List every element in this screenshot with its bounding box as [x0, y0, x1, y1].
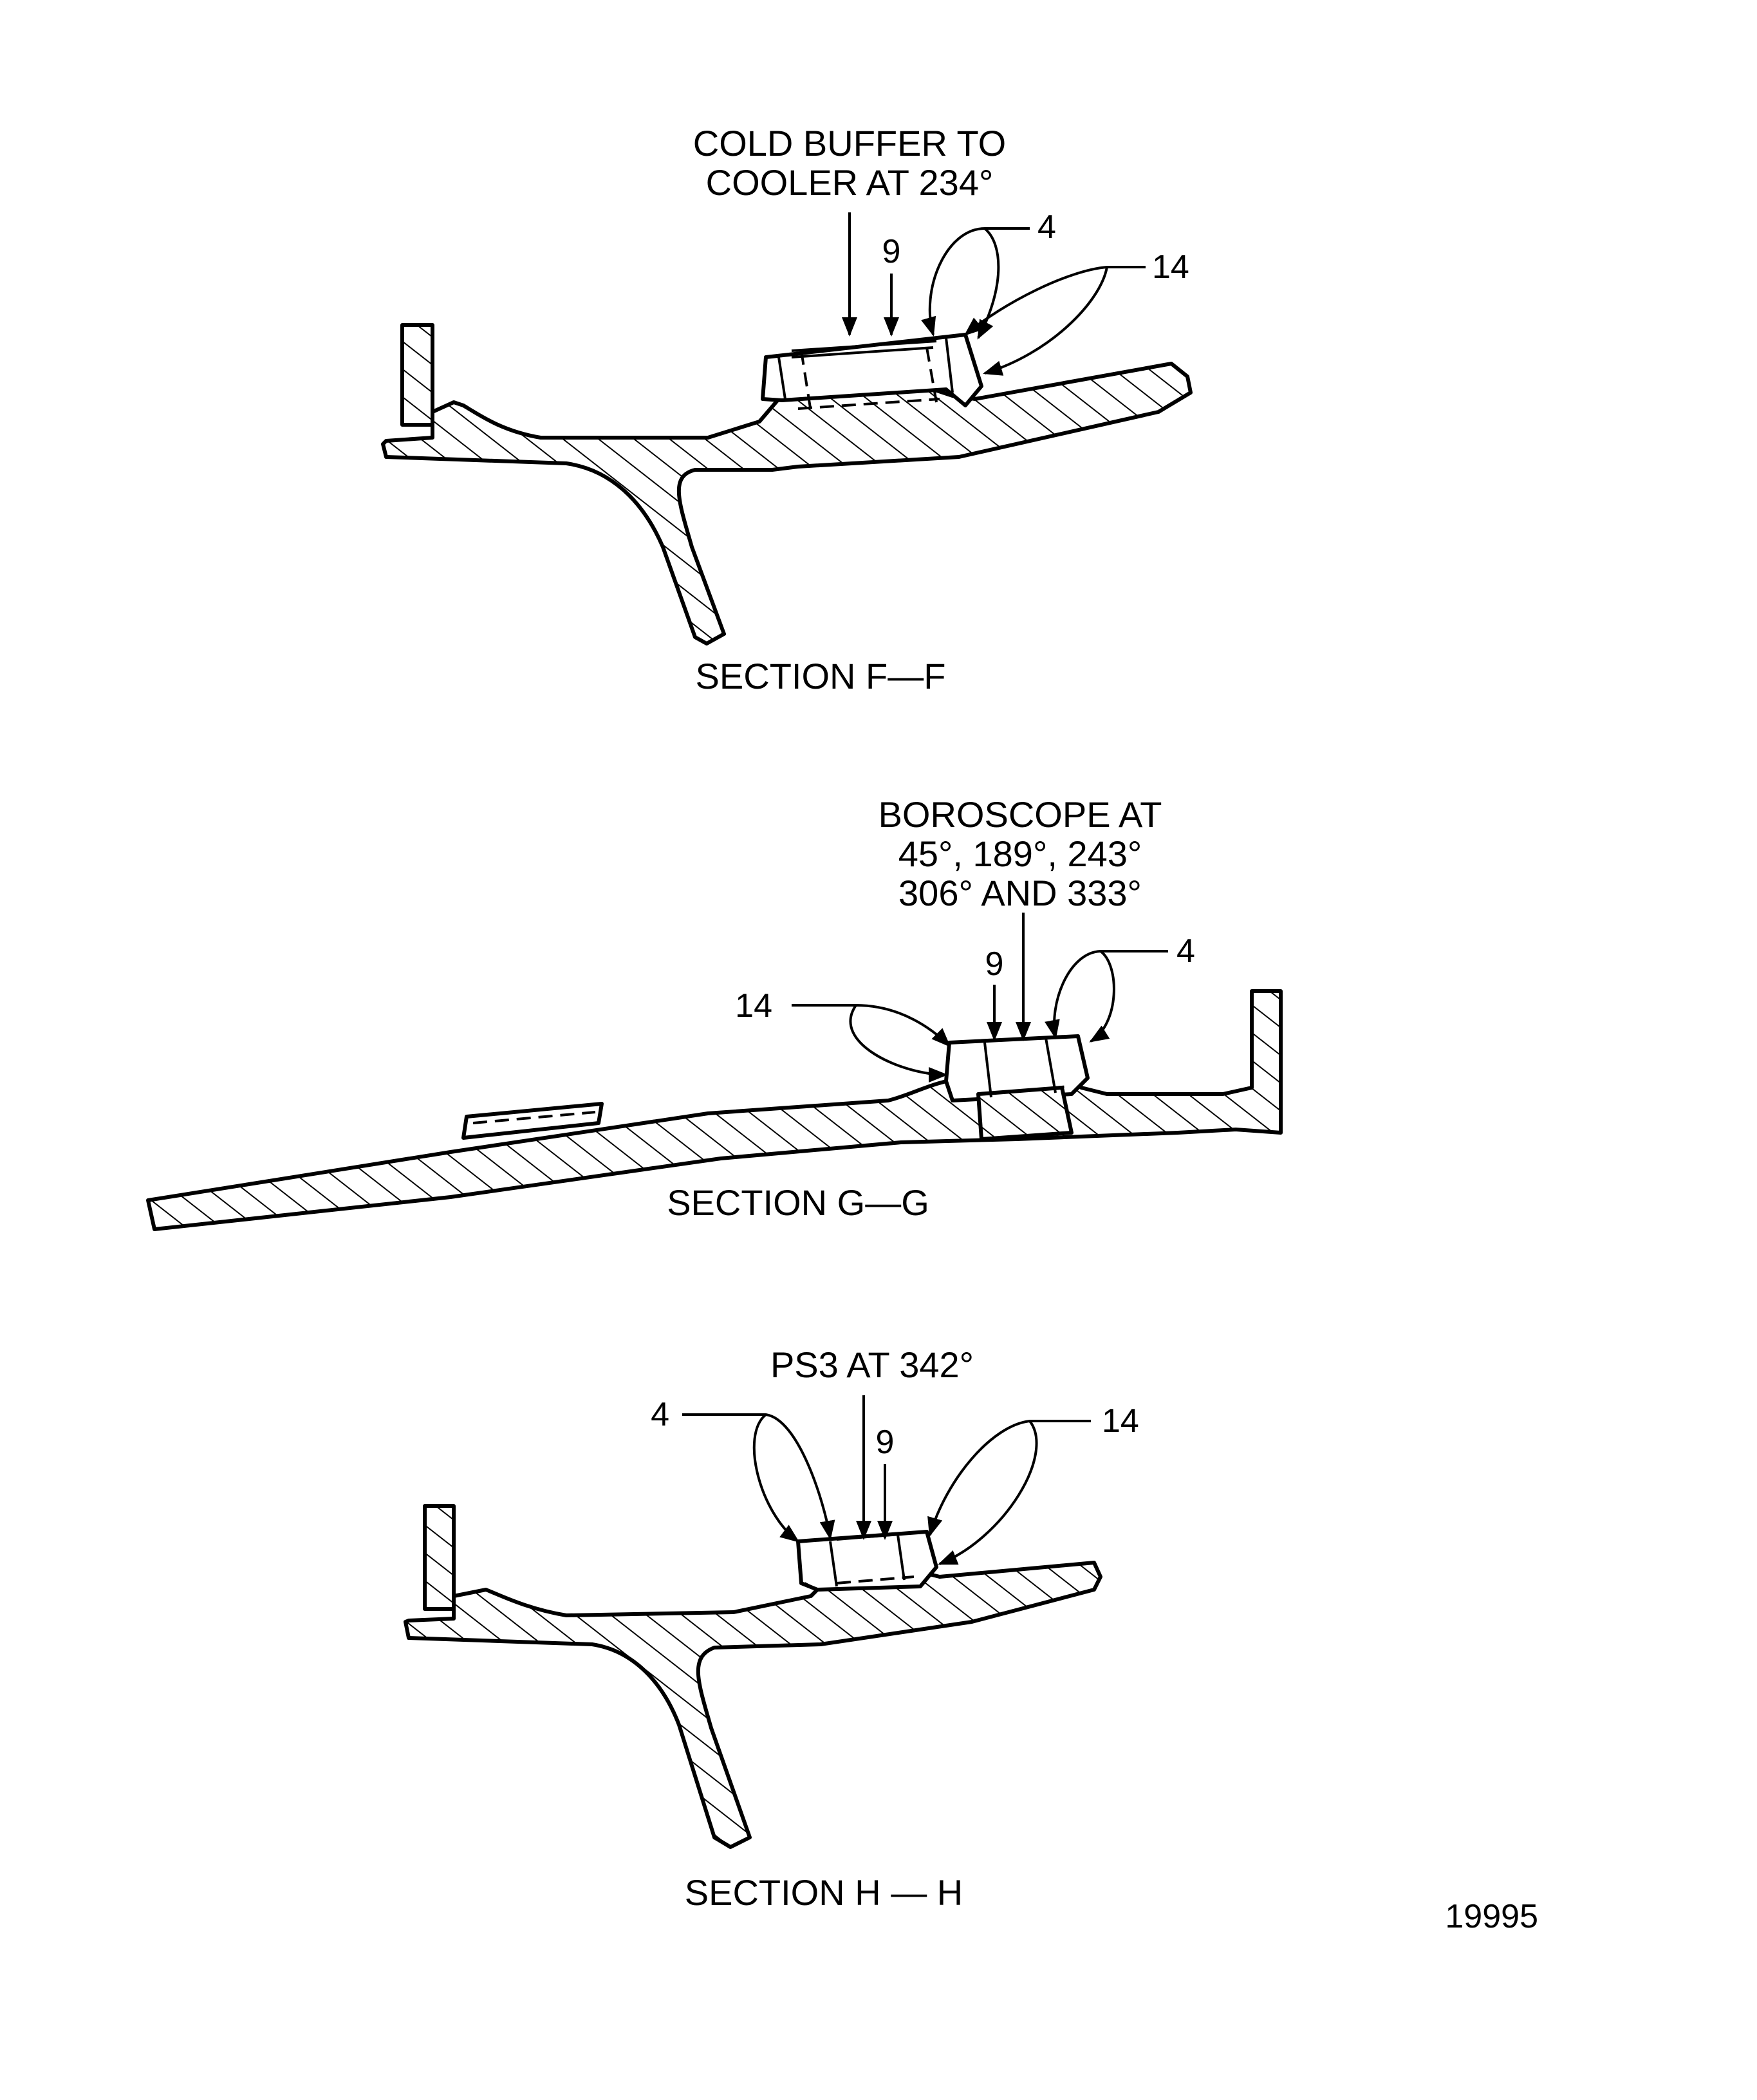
section-g-callout-4: 4 — [1176, 933, 1195, 970]
section-f-note-line-2: COOLER AT 234° — [706, 162, 994, 203]
figure-number: 19995 — [1445, 1898, 1538, 1935]
section-f-callout-4: 4 — [1037, 209, 1056, 246]
section-f: COLD BUFFER TO COOLER AT 234° 9 4 14 SEC… — [381, 123, 1193, 696]
section-h: PS3 AT 342° 9 4 14 SECTION H — H — [404, 1344, 1139, 1913]
section-h-title: SECTION H — H — [685, 1872, 963, 1913]
section-h-part — [404, 1504, 1102, 1849]
section-g-note-line-3: 306° AND 333° — [898, 873, 1142, 913]
section-f-callout-9: 9 — [882, 233, 901, 270]
section-g: BOROSCOPE AT 45°, 189°, 243° 306° AND 33… — [146, 794, 1283, 1231]
section-f-callout-14: 14 — [1152, 248, 1189, 286]
section-f-note-line-1: COLD BUFFER TO — [693, 123, 1006, 163]
section-g-note-line-2: 45°, 189°, 243° — [898, 833, 1142, 874]
section-h-callout-9: 9 — [876, 1424, 895, 1461]
section-g-callout-9: 9 — [985, 945, 1004, 983]
section-h-callout-4: 4 — [651, 1396, 669, 1433]
section-h-callout-14: 14 — [1102, 1402, 1139, 1440]
section-g-part — [146, 989, 1283, 1231]
section-g-callout-14: 14 — [735, 987, 772, 1025]
section-g-note-line-1: BOROSCOPE AT — [879, 794, 1162, 835]
section-h-note-line-1: PS3 AT 342° — [770, 1344, 974, 1385]
section-f-part — [381, 323, 1193, 646]
section-g-title: SECTION G—G — [667, 1182, 929, 1223]
section-f-title: SECTION F—F — [696, 656, 946, 696]
